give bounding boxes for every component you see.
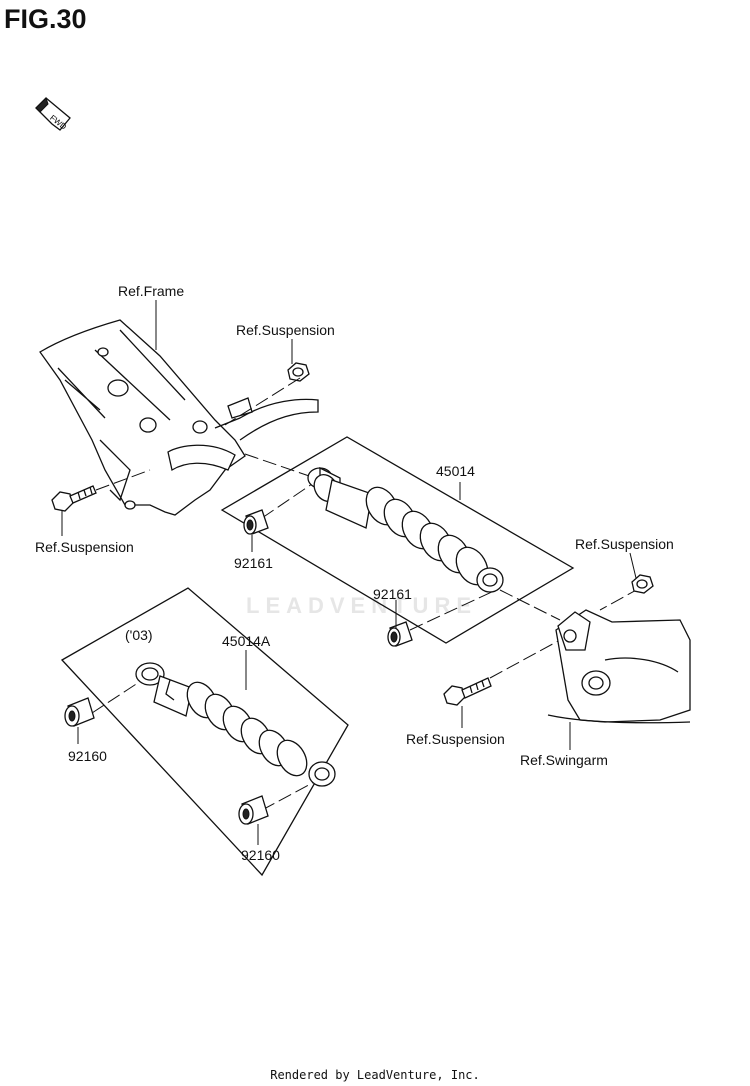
- figure-title: FIG.30: [4, 4, 87, 34]
- label-ref-suspension-right: Ref.Suspension: [575, 536, 674, 552]
- label-ref-suspension-bottom: Ref.Suspension: [406, 731, 505, 747]
- kit-box-45014a: [60, 587, 349, 877]
- kit-box-45014: [220, 436, 575, 644]
- label-part-92160-a: 92160: [68, 748, 107, 764]
- label-ref-suspension-left: Ref.Suspension: [35, 539, 134, 555]
- shock-absorber-45014: [307, 466, 504, 593]
- fwd-arrow-icon: FWD: [35, 97, 71, 132]
- watermark: LEADVENTURE: [246, 593, 478, 618]
- label-ref-suspension-top: Ref.Suspension: [236, 322, 335, 338]
- bushing-92160-b: [238, 795, 269, 825]
- label-part-92161-b: 92161: [373, 586, 412, 602]
- footer-credit: Rendered by LeadVenture, Inc.: [270, 1068, 480, 1082]
- label-ref-swingarm: Ref.Swingarm: [520, 752, 608, 768]
- label-part-92160-b: 92160: [241, 847, 280, 863]
- bushing-92160-a: [64, 697, 95, 727]
- frame-part: [39, 319, 319, 516]
- nut-right: [631, 574, 654, 594]
- label-part-45014: 45014: [436, 463, 475, 479]
- bushing-92161-a: [243, 509, 269, 535]
- label-lines: [61, 300, 637, 845]
- shock-absorber-45014a: [135, 662, 336, 787]
- label-ref-frame: Ref.Frame: [118, 283, 185, 299]
- swingarm-part: [547, 609, 691, 724]
- label-part-45014a: 45014A: [222, 633, 271, 649]
- label-year-note: ('03): [125, 627, 153, 643]
- nut-top: [287, 362, 310, 382]
- bushing-92161-b: [387, 621, 413, 647]
- bolt-right: [443, 677, 492, 706]
- bolt-left: [51, 485, 97, 512]
- label-part-92161-a: 92161: [234, 555, 273, 571]
